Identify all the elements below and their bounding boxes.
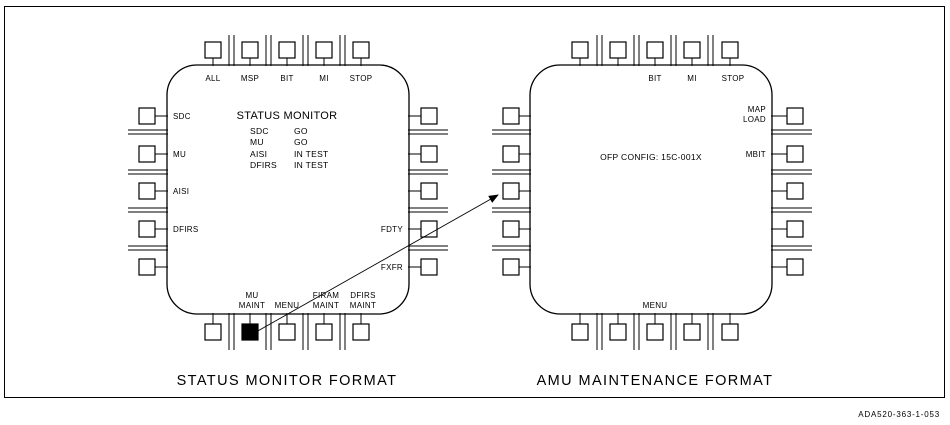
osb-right-label-mbit: MBIT: [746, 150, 766, 159]
osb-right-label-fdty: FDTY: [381, 225, 403, 234]
osb-right-5[interactable]: [420, 258, 438, 276]
osb-top-label-mi: MI: [319, 74, 329, 83]
left-right-side-buttons: FDTY FXFR: [381, 107, 448, 276]
left-bottom-buttons: MU MAINT MENU FIRAM MAINT DFIRS MAINT: [204, 291, 376, 350]
right-bottom-buttons: MENU: [571, 301, 739, 350]
osb-left-label-aisi: AISI: [173, 187, 189, 196]
osb-top-4[interactable]: [315, 41, 333, 59]
right-right-side-buttons: MAP LOAD MBIT: [743, 105, 812, 276]
osb-bottom-2[interactable]: [609, 323, 627, 341]
osb-bottom-label-menu: MENU: [643, 301, 668, 310]
status-value-aisi: IN TEST: [294, 149, 329, 159]
osb-right-3[interactable]: [420, 182, 438, 200]
osb-top-1[interactable]: [204, 41, 222, 59]
osb-top-4[interactable]: [683, 41, 701, 59]
osb-bottom-1[interactable]: [204, 323, 222, 341]
osb-left-4[interactable]: [502, 220, 520, 238]
osb-bottom-5[interactable]: [352, 323, 370, 341]
osb-top-2[interactable]: [609, 41, 627, 59]
status-value-mu: GO: [294, 137, 308, 147]
osb-left-2[interactable]: [502, 145, 520, 163]
osb-right-label-fxfr: FXFR: [381, 263, 403, 272]
document-id: ADA520-363-1-053: [858, 410, 940, 419]
osb-top-5[interactable]: [352, 41, 370, 59]
osb-left-label-sdc: SDC: [173, 112, 191, 121]
osb-left-4[interactable]: [138, 220, 156, 238]
status-item-sdc: SDC: [250, 126, 269, 136]
osb-top-2[interactable]: [241, 41, 259, 59]
navigation-arrow: [255, 194, 499, 333]
left-top-buttons: ALL MSP BIT MI STOP: [204, 35, 373, 83]
osb-top-label-bit: BIT: [648, 74, 661, 83]
osb-bottom-label-mu-maint-line2: MAINT: [239, 301, 265, 310]
right-left-side-buttons: [492, 107, 531, 276]
status-item-aisi: AISI: [250, 149, 267, 159]
osb-bottom-label-firam-maint-line2: MAINT: [313, 301, 339, 310]
osb-right-3[interactable]: [786, 182, 804, 200]
osb-top-label-all: ALL: [205, 74, 220, 83]
osb-left-2[interactable]: [138, 145, 156, 163]
osb-right-1[interactable]: [786, 107, 804, 125]
status-item-dfirs: DFIRS: [250, 160, 277, 170]
osb-top-label-msp: MSP: [241, 74, 259, 83]
osb-top-label-bit: BIT: [280, 74, 293, 83]
osb-top-label-mi: MI: [687, 74, 697, 83]
osb-left-5[interactable]: [502, 258, 520, 276]
status-monitor-display: ALL MSP BIT MI STOP SDC MU: [128, 35, 448, 350]
osb-bottom-label-firam-maint-line1: FIRAM: [313, 291, 339, 300]
osb-bottom-label-dfirs-maint-line1: DFIRS: [350, 291, 376, 300]
screen-title: STATUS MONITOR: [237, 110, 338, 122]
osb-right-4[interactable]: [420, 220, 438, 238]
osb-left-5[interactable]: [138, 258, 156, 276]
osb-bottom-label-menu: MENU: [275, 301, 300, 310]
osb-bottom-1[interactable]: [571, 323, 589, 341]
osb-right-label-map-load-line1: MAP: [748, 105, 766, 114]
outer-frame: [4, 6, 945, 398]
osb-right-2[interactable]: [420, 145, 438, 163]
osb-bottom-2-selected[interactable]: [241, 323, 259, 341]
right-top-buttons: BIT MI STOP: [571, 35, 745, 83]
osb-right-1[interactable]: [420, 107, 438, 125]
osb-bottom-3[interactable]: [278, 323, 296, 341]
amu-maintenance-format-caption: AMU MAINTENANCE FORMAT: [537, 373, 774, 389]
osb-left-3[interactable]: [138, 182, 156, 200]
status-monitor-format-caption: STATUS MONITOR FORMAT: [177, 373, 398, 389]
osb-bottom-4[interactable]: [315, 323, 333, 341]
osb-bottom-label-dfirs-maint-line2: MAINT: [350, 301, 376, 310]
status-value-dfirs: IN TEST: [294, 160, 329, 170]
osb-top-1[interactable]: [571, 41, 589, 59]
osb-top-5[interactable]: [721, 41, 739, 59]
osb-left-1[interactable]: [138, 107, 156, 125]
osb-bottom-label-mu-maint-line1: MU: [245, 291, 258, 300]
osb-bottom-4[interactable]: [683, 323, 701, 341]
left-side-buttons: SDC MU AISI DFIRS: [128, 107, 199, 276]
osb-bottom-3[interactable]: [646, 323, 664, 341]
osb-top-3[interactable]: [278, 41, 296, 59]
status-monitor-content: STATUS MONITOR SDC GO MU GO AISI IN TEST…: [237, 110, 338, 170]
osb-left-1[interactable]: [502, 107, 520, 125]
osb-left-3[interactable]: [502, 182, 520, 200]
osb-bottom-5[interactable]: [721, 323, 739, 341]
status-item-mu: MU: [250, 137, 264, 147]
osb-right-2[interactable]: [786, 145, 804, 163]
osb-top-label-stop: STOP: [722, 74, 745, 83]
osb-top-3[interactable]: [646, 41, 664, 59]
right-display-bezel: [529, 64, 773, 315]
status-value-sdc: GO: [294, 126, 308, 136]
osb-right-5[interactable]: [786, 258, 804, 276]
amu-maintenance-display: BIT MI STOP: [492, 35, 812, 350]
left-display-bezel: [166, 64, 410, 315]
osb-top-label-stop: STOP: [350, 74, 373, 83]
osb-right-label-map-load-line2: LOAD: [743, 115, 766, 124]
osb-left-label-dfirs: DFIRS: [173, 225, 199, 234]
osb-left-label-mu: MU: [173, 150, 186, 159]
ofp-config-text: OFP CONFIG: 15C-001X: [600, 152, 702, 162]
osb-right-4[interactable]: [786, 220, 804, 238]
